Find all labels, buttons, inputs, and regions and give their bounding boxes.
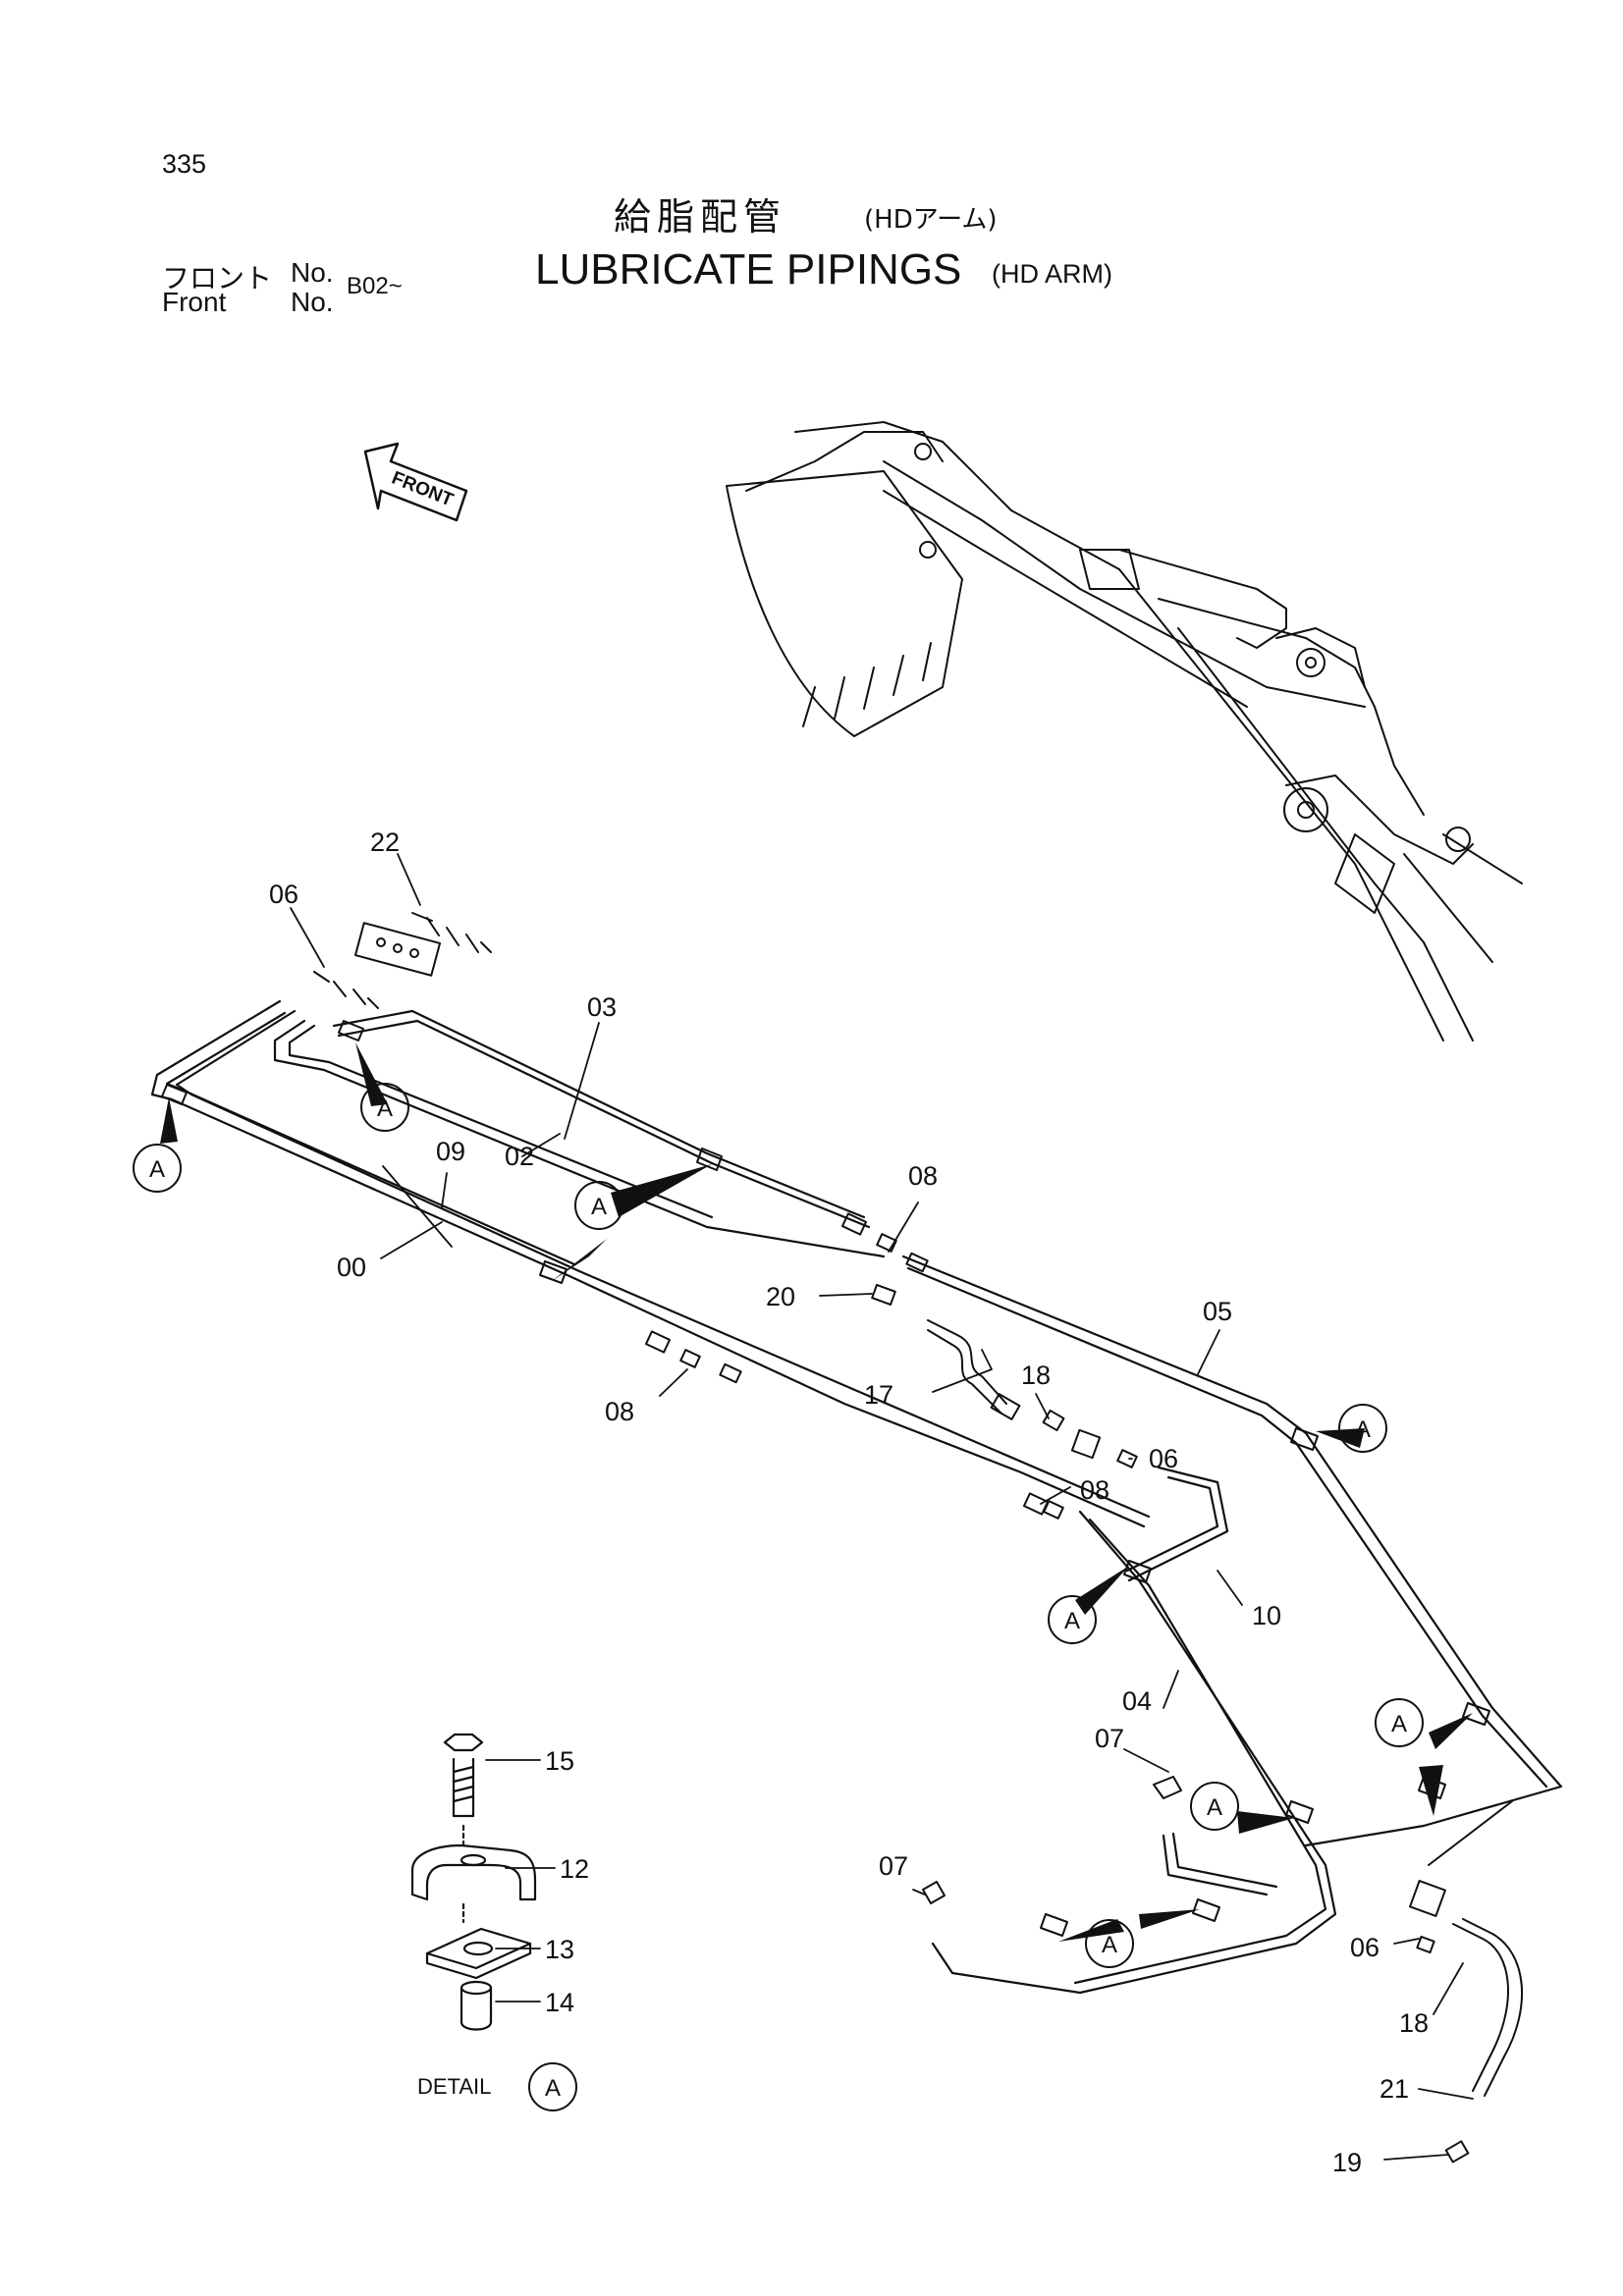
title-english: LUBRICATE PIPINGS (535, 245, 962, 294)
callout-19: 19 (1332, 2148, 1362, 2177)
callout-06-top: 06 (269, 880, 298, 909)
callout-00: 00 (337, 1253, 366, 1282)
front-direction-arrow: FRONT (363, 442, 468, 522)
grease-block-assembly (313, 912, 492, 1009)
marker-a-4: A (1355, 1416, 1371, 1443)
callout-03: 03 (587, 992, 617, 1022)
pipe-fittings (644, 1212, 1523, 2163)
part-callouts: 22 06 03 02 09 00 08 20 05 08 17 18 06 0… (269, 828, 1429, 2177)
callout-10: 10 (1252, 1601, 1281, 1630)
callout-20: 20 (766, 1282, 795, 1311)
title-japanese-sub: (HDアーム) (864, 205, 998, 235)
callout-18-middle: 18 (1021, 1361, 1051, 1390)
callout-08-top: 08 (908, 1161, 938, 1191)
front-no-label-2: No. (291, 287, 334, 317)
detail-caption: DETAIL (417, 2074, 491, 2099)
callout-17: 17 (864, 1380, 893, 1410)
callout-15: 15 (545, 1746, 574, 1776)
callout-06-bottom: 06 (1350, 1933, 1380, 1962)
callout-12: 12 (560, 1854, 589, 1884)
callout-07-left: 07 (879, 1851, 908, 1881)
callout-05: 05 (1203, 1297, 1232, 1326)
callout-04: 04 (1122, 1686, 1152, 1716)
marker-a-1: A (149, 1156, 165, 1183)
callout-08-left: 08 (605, 1397, 634, 1426)
detail-a-pointers (160, 1042, 1473, 1942)
callout-14: 14 (545, 1988, 574, 2017)
excavator-arm-illustration (726, 421, 1523, 1041)
callout-07-right: 07 (1095, 1724, 1124, 1753)
callout-22: 22 (370, 828, 400, 857)
callout-08-right: 08 (1080, 1475, 1109, 1505)
marker-a-5: A (1064, 1608, 1080, 1634)
marker-a-8: A (1102, 1932, 1117, 1958)
callout-02: 02 (505, 1142, 534, 1171)
callout-18-bottom: 18 (1399, 2008, 1429, 2038)
clamps (161, 1020, 1490, 1937)
callout-13: 13 (545, 1935, 574, 1964)
detail-a-markers (133, 1083, 1424, 2111)
marker-a-3: A (591, 1194, 607, 1220)
callout-09: 09 (436, 1137, 465, 1166)
marker-a-2: A (377, 1095, 393, 1122)
marker-a-6: A (1391, 1711, 1407, 1737)
marker-a-7: A (1207, 1794, 1222, 1821)
callout-21: 21 (1380, 2074, 1409, 2104)
front-serial-range: B02~ (347, 273, 403, 299)
callout-06-middle: 06 (1149, 1444, 1178, 1473)
detail-a-drawing (410, 1733, 537, 2031)
front-no-label-1: No. (291, 257, 334, 288)
page-number: 335 (162, 149, 207, 179)
front-label-japanese: フロント (162, 262, 273, 294)
leader-lines (290, 853, 1474, 2161)
title-japanese: 給脂配管 (614, 195, 787, 239)
detail-a-marker-letters: A A A A A A A A A (149, 1095, 1407, 2102)
lubricate-pipes (150, 999, 1563, 1995)
detail-caption-marker: A (545, 2075, 561, 2102)
front-label-english: Front (162, 287, 227, 317)
title-english-sub: (HD ARM) (992, 259, 1112, 289)
